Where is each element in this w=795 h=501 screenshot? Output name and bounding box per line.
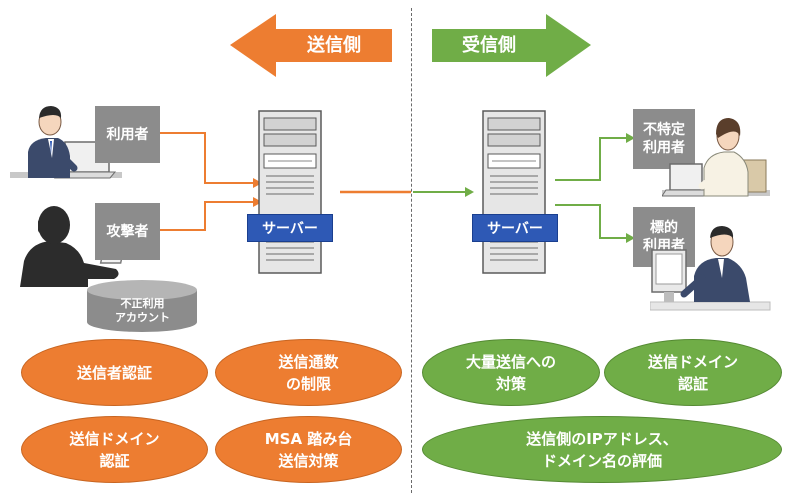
center-divider [411, 8, 412, 493]
receiver-server-label: サーバー [472, 214, 558, 242]
send-side-label: 送信側 [307, 35, 361, 56]
user-box: 利用者 [95, 106, 160, 163]
measure-sender-domain-auth: 送信ドメイン 認証 [21, 416, 208, 483]
measure-sender-auth: 送信者認証 [21, 339, 208, 406]
measure-bulk-send-countermeasure: 大量送信への 対策 [422, 339, 600, 406]
attacker-to-server-connector [160, 201, 253, 231]
businessman-desktop-illustration [650, 226, 771, 311]
measure-receiver-domain-auth: 送信ドメイン 認証 [604, 339, 782, 406]
measure-send-count-limit: 送信通数 の制限 [215, 339, 402, 406]
server-to-targeted-connector [555, 204, 626, 239]
server-to-unspecified-connector [555, 137, 626, 181]
measure-ip-domain-reputation: 送信側のIPアドレス、 ドメイン名の評価 [422, 416, 782, 483]
send-side-arrow [230, 14, 392, 77]
receive-side-arrow [432, 14, 591, 77]
receiver-server-icon [482, 110, 546, 274]
unspecified-users-box: 不特定 利用者 [633, 109, 695, 169]
compromised-account-label: 不正利用 アカウント [115, 297, 170, 324]
sender-server-icon [258, 110, 322, 274]
woman-user-illustration [662, 118, 770, 197]
measure-msa-relay-countermeasure: MSA 踏み台 送信対策 [215, 416, 402, 483]
receive-side-label: 受信側 [462, 35, 516, 56]
attacker-box: 攻撃者 [95, 203, 160, 260]
user-to-server-connector [160, 132, 253, 184]
compromised-account-database [87, 280, 197, 332]
sender-server-label: サーバー [247, 214, 333, 242]
